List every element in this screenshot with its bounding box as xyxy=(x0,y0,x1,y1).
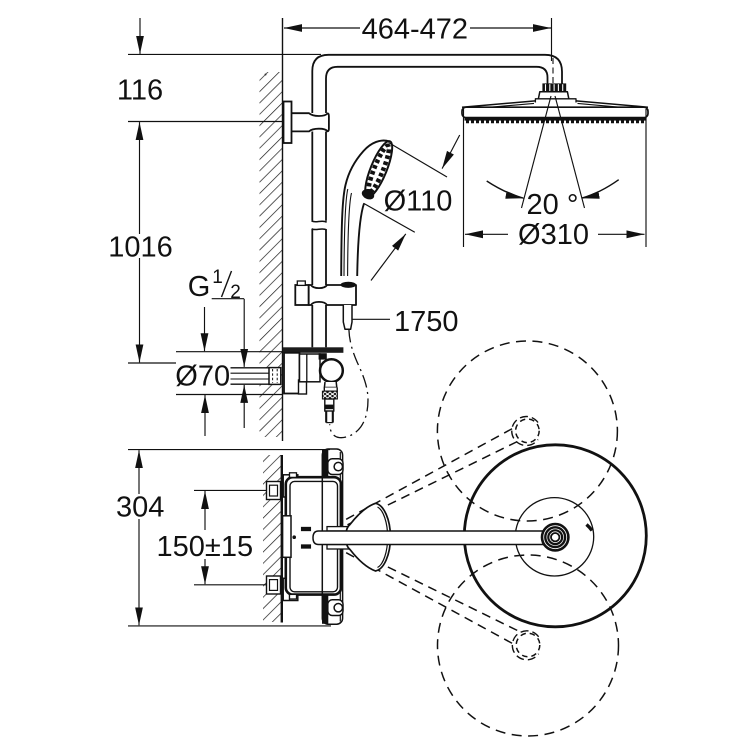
svg-text:20 °: 20 ° xyxy=(527,189,579,221)
svg-text:Ø110: Ø110 xyxy=(384,186,453,218)
svg-text:1016: 1016 xyxy=(108,232,173,264)
svg-text:464-472: 464-472 xyxy=(362,14,468,46)
svg-text:1750: 1750 xyxy=(394,306,459,338)
svg-text:116: 116 xyxy=(117,74,163,106)
svg-text:2: 2 xyxy=(230,282,241,303)
svg-text:Ø310: Ø310 xyxy=(518,219,589,251)
svg-text:304: 304 xyxy=(116,492,164,524)
svg-text:1: 1 xyxy=(212,267,223,288)
svg-text:150±15: 150±15 xyxy=(157,531,254,563)
svg-text:Ø70: Ø70 xyxy=(175,361,230,393)
svg-text:G: G xyxy=(188,271,211,303)
